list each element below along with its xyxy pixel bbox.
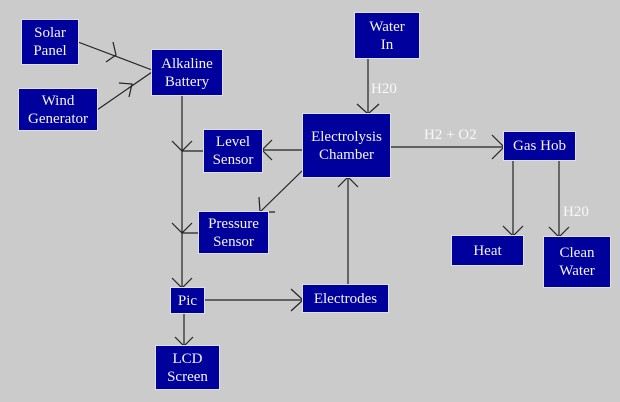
- node-pressure-sensor: Pressure Sensor: [199, 212, 268, 253]
- arrowhead: [261, 139, 273, 161]
- edge-label-h2o-out: H20: [563, 204, 589, 220]
- node-lcd-screen: LCD Screen: [156, 346, 219, 389]
- arrowhead: [171, 222, 193, 234]
- node-water-in: Water In: [355, 13, 419, 58]
- node-heat: Heat: [452, 236, 523, 265]
- arrowhead: [171, 140, 193, 152]
- node-clean-water: Clean Water: [544, 237, 610, 287]
- arrowhead: [105, 41, 117, 63]
- edge-label-h2-o2: H2 + O2: [424, 127, 477, 143]
- node-electrolysis-chamber: Electrolysis Chamber: [303, 114, 390, 177]
- node-gas-hob: Gas Hob: [504, 132, 575, 160]
- node-electrodes: Electrodes: [303, 285, 388, 312]
- edge-label-h2o-in: H20: [371, 81, 397, 97]
- node-wind-generator: Wind Generator: [19, 89, 97, 130]
- node-solar-panel: Solar Panel: [22, 20, 78, 64]
- edge-wind-battery: [96, 71, 153, 111]
- node-pic: Pic: [171, 288, 204, 313]
- node-alkaline-battery: Alkaline Battery: [152, 50, 222, 95]
- node-level-sensor: Level Sensor: [204, 130, 262, 172]
- edge-chamber-pressure: [259, 169, 304, 213]
- arrowhead: [118, 82, 133, 98]
- arrowhead: [337, 176, 359, 188]
